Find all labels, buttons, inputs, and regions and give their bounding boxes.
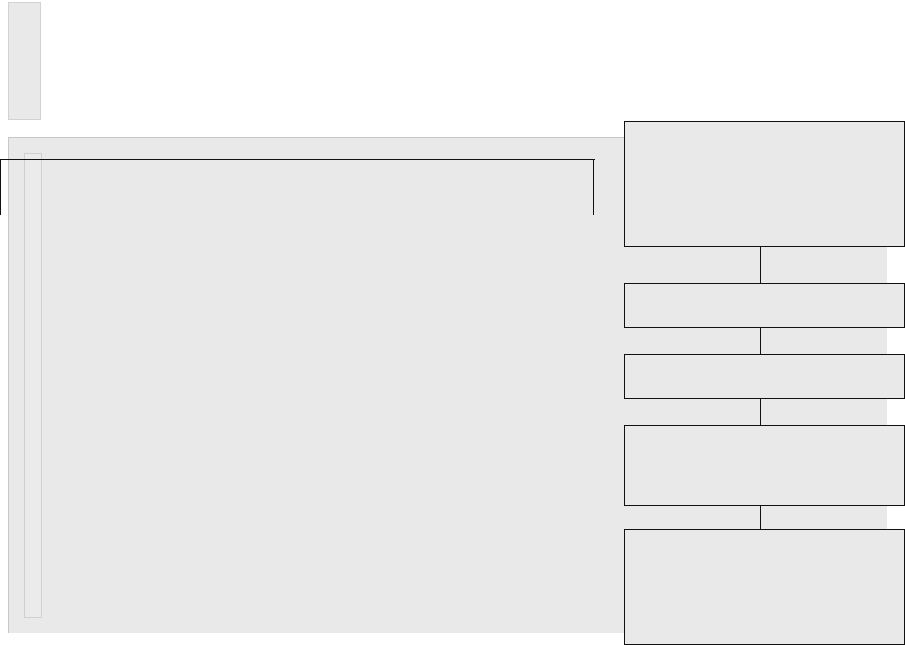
connector-3-4 — [760, 399, 761, 425]
top-bracket-left-line — [0, 159, 1, 215]
connector-1-2 — [760, 241, 761, 283]
flow-box-5 — [624, 529, 905, 645]
top-side-strip — [8, 2, 41, 120]
connector-4-5 — [760, 506, 761, 529]
top-bracket-horizontal-line — [0, 159, 595, 160]
flow-box-1 — [624, 121, 905, 247]
top-bracket-right-line — [593, 159, 594, 215]
flow-box-2 — [624, 283, 905, 328]
flow-box-3 — [624, 354, 905, 399]
flow-box-4 — [624, 425, 905, 506]
inner-side-strip — [24, 153, 42, 618]
connector-2-3 — [760, 328, 761, 354]
